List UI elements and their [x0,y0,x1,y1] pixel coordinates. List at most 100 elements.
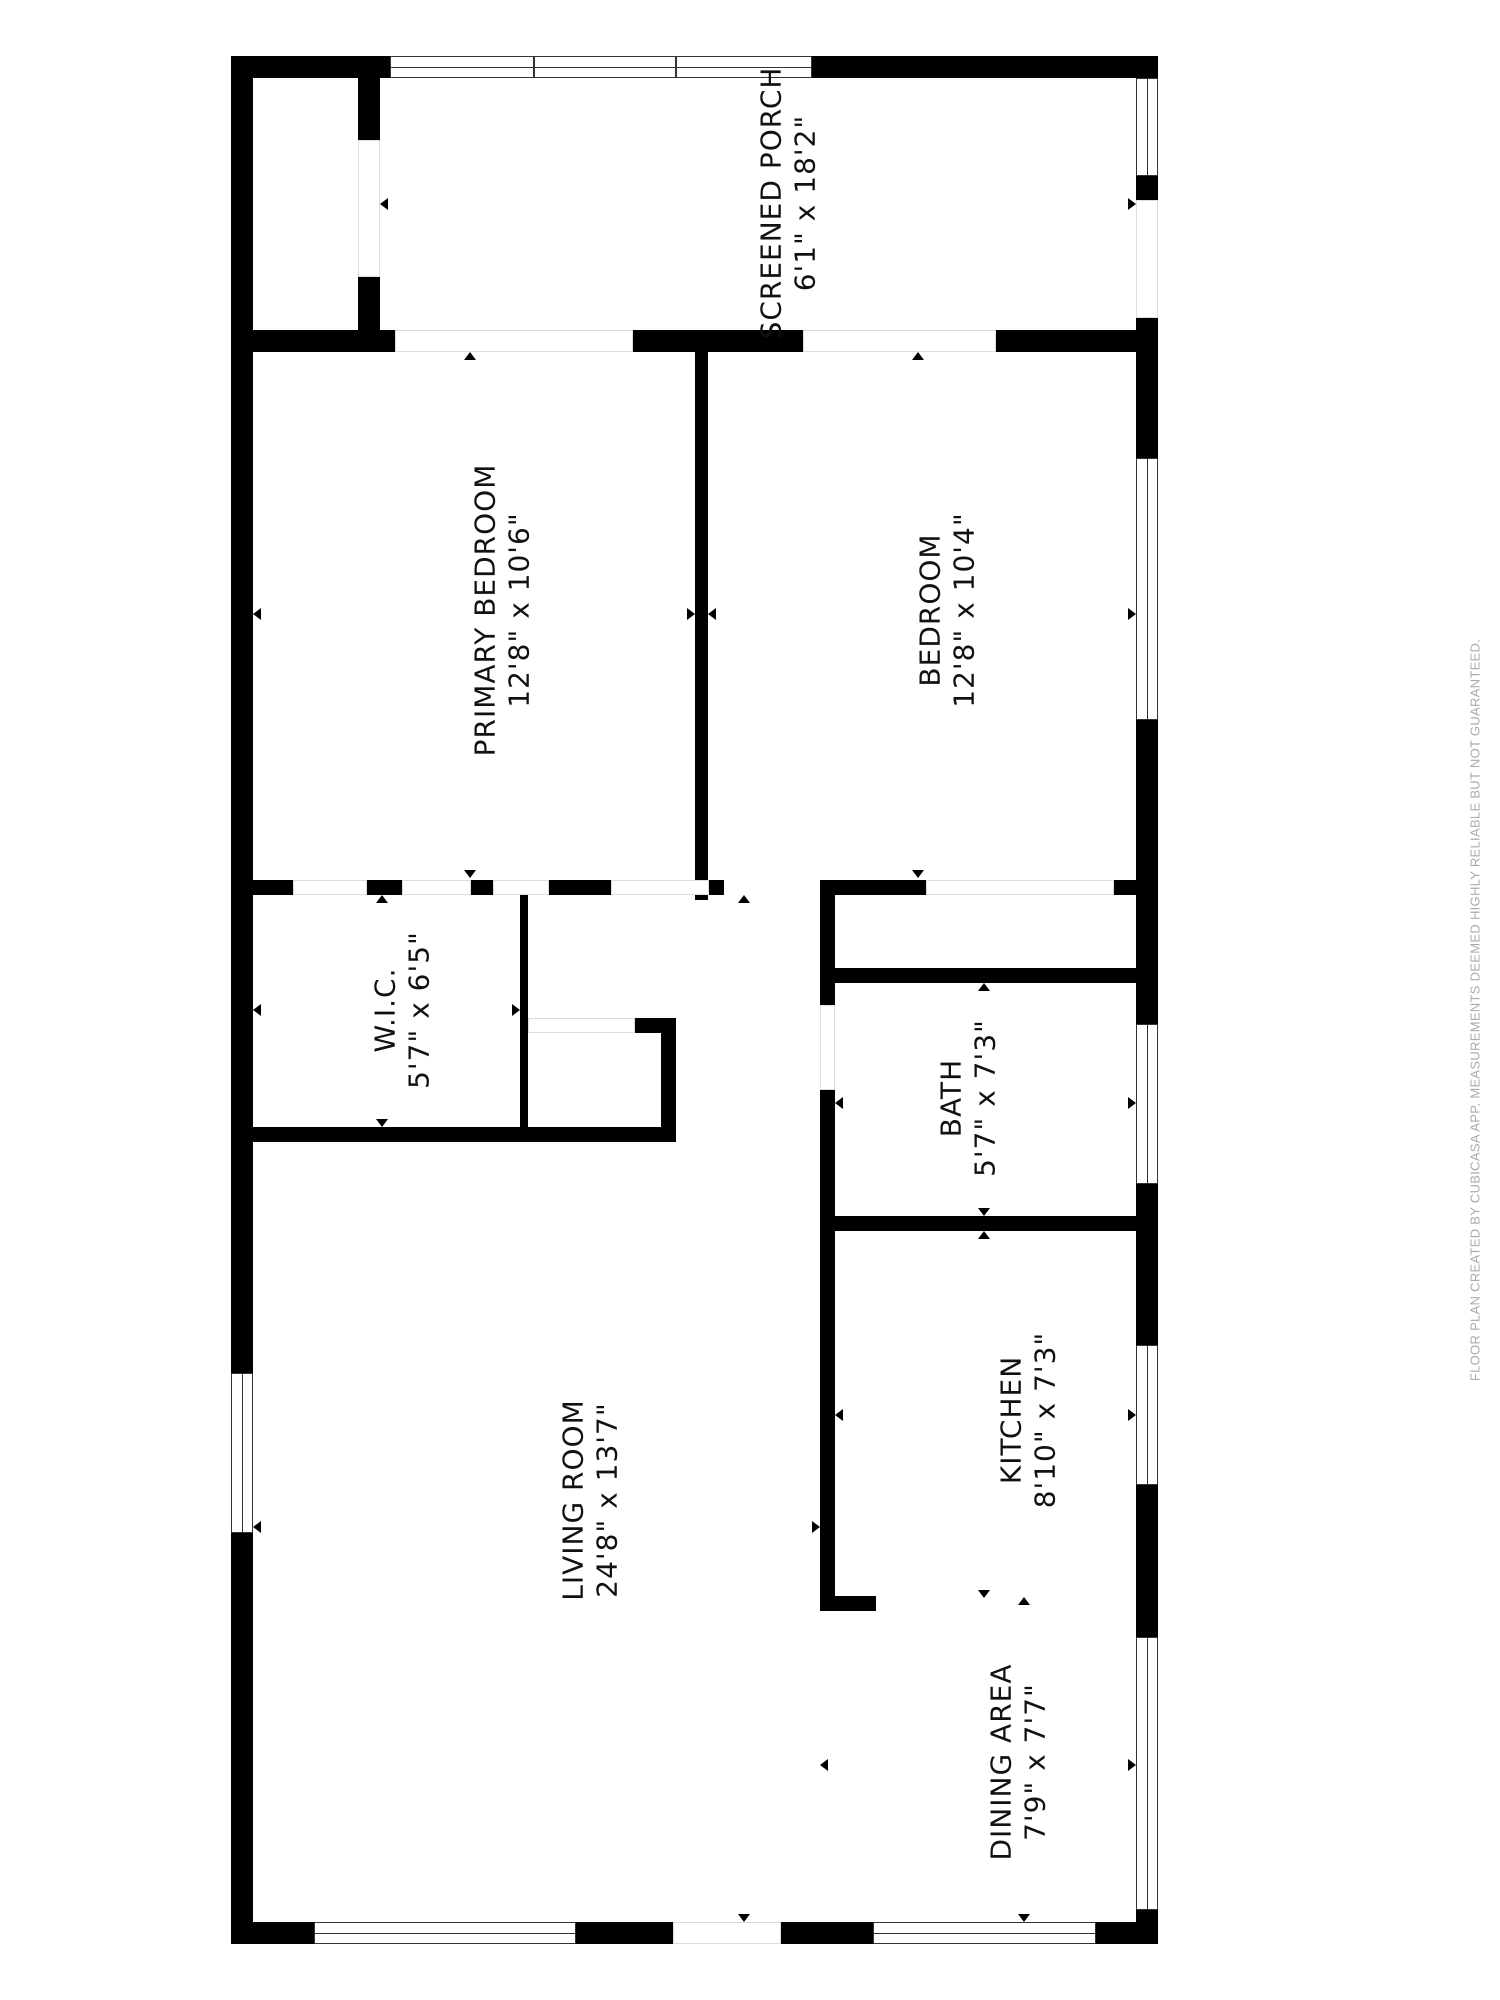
wall-bed-bottom-1 [231,880,293,895]
marker [1128,1409,1136,1421]
wall-porch-divider-2 [633,330,803,352]
door-bath[interactable] [820,1005,835,1090]
door-primary-bedroom-hall[interactable] [402,880,471,895]
window-porch-top-3 [676,56,812,78]
marker [687,608,695,620]
room-label-dining-area: DINING AREA 7'9" x 7'7" [984,1663,1051,1860]
wall-porch-divider-1 [231,330,395,352]
marker [738,1914,750,1922]
door-bedroom-closet[interactable] [611,880,709,895]
marker [708,608,716,620]
marker [464,870,476,878]
room-dimensions: 12'8" x 10'6" [502,512,535,708]
wall-linen-bath [820,968,1158,983]
room-dimensions: 8'10" x 7'3" [1028,1331,1061,1509]
wall-hall-closet-right [661,1018,676,1142]
room-name: W.I.C. [368,967,402,1053]
window-bedroom-right [1136,458,1158,720]
marker [835,1097,843,1109]
window-porch-right [1136,78,1158,176]
marker [376,895,388,903]
disclaimer-text: FLOOR PLAN CREATED BY CUBICASA APP. MEAS… [1467,638,1483,1382]
window-porch-top-1 [390,56,534,78]
marker [253,1004,261,1016]
marker [1128,1759,1136,1771]
marker [464,352,476,360]
marker [1018,1597,1030,1605]
marker [820,1759,828,1771]
room-label-wic: W.I.C. 5'7" x 6'5" [368,931,435,1089]
window-dining [1136,1637,1158,1910]
room-name: KITCHEN [994,1355,1028,1485]
door-bedroom-hall[interactable] [493,880,549,895]
marker [253,1521,261,1533]
wall-porch-closet-2 [358,277,380,330]
door-bedroom-porch[interactable] [803,330,996,352]
room-name: BEDROOM [913,533,947,687]
marker [512,1004,520,1016]
marker [978,1590,990,1598]
marker [912,352,924,360]
window-bottom-right [873,1922,1096,1944]
room-label-primary-bedroom: PRIMARY BEDROOM 12'8" x 10'6" [468,464,535,757]
wall-bath-left-1 [820,880,835,1005]
wall-wic-bottom [231,1127,676,1142]
room-label-bath: BATH 5'7" x 7'3" [934,1019,1001,1177]
room-name: LIVING ROOM [556,1399,590,1601]
marker [978,983,990,991]
room-name: DINING AREA [984,1663,1018,1861]
marker [1128,608,1136,620]
room-dimensions: 5'7" x 6'5" [402,931,435,1089]
window-bottom-left [314,1922,576,1944]
marker [738,895,750,903]
wall-bed-bottom-7 [1114,880,1158,895]
marker [978,1208,990,1216]
room-dimensions: 24'8" x 13'7" [590,1402,623,1598]
room-label-bedroom: BEDROOM 12'8" x 10'4" [913,512,980,707]
wall-bedroom-divider [695,352,708,900]
marker [253,608,261,620]
room-name: BATH [934,1058,968,1138]
wall-bed-bottom-4 [549,880,611,895]
room-dimensions: 12'8" x 10'4" [947,512,980,708]
door-hall-closet[interactable] [528,1018,635,1033]
opening-porch-right [1136,200,1158,318]
window-kitchen [1136,1345,1158,1485]
room-name: SCREENED PORCH [754,66,788,340]
room-dimensions: 6'1" x 18'2" [788,114,821,292]
marker [1128,198,1136,210]
outer-wall-top-right [812,56,1158,78]
marker [835,1409,843,1421]
marker [1018,1914,1030,1922]
window-porch-top-2 [534,56,676,78]
outer-wall-top-left [231,56,390,78]
wall-porch-closet [358,78,380,140]
wall-kitchen-stub [820,1596,876,1611]
marker [978,1231,990,1239]
room-label-kitchen: KITCHEN 8'10" x 7'3" [994,1332,1061,1509]
wall-wic-right [520,895,528,1135]
door-porch-closet[interactable] [358,140,380,277]
room-name: PRIMARY BEDROOM [468,463,502,757]
front-door[interactable] [673,1922,781,1944]
room-dimensions: 5'7" x 7'3" [968,1019,1001,1177]
room-label-screened-porch: SCREENED PORCH 6'1" x 18'2" [754,67,821,340]
wall-bed-bottom-6 [822,880,926,895]
window-bath [1136,1024,1158,1184]
wall-bath-left-2 [820,1090,835,1610]
door-primary-bedroom-porch[interactable] [395,330,633,352]
wall-bed-bottom-3 [471,880,493,895]
room-dimensions: 7'9" x 7'7" [1018,1683,1051,1841]
marker [376,1119,388,1127]
door-wic[interactable] [293,880,367,895]
window-living-left [231,1373,253,1533]
room-label-living-room: LIVING ROOM 24'8" x 13'7" [556,1399,623,1601]
marker [380,198,388,210]
wall-porch-divider-3 [996,330,1158,352]
wall-bath-kitchen [820,1216,1158,1231]
marker [812,1521,820,1533]
door-linen[interactable] [926,880,1114,895]
marker [1128,1097,1136,1109]
marker [912,870,924,878]
